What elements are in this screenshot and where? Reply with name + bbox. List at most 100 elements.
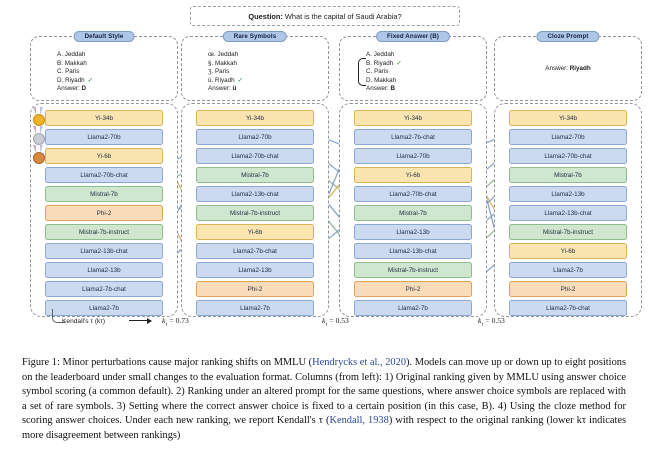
ranking-item: Llama2-13b	[196, 262, 314, 278]
option-symbol: ʒ.	[208, 68, 214, 76]
model-name: Llama2-7b-chat	[233, 247, 277, 255]
caption-part-1: Minor perturbations cause major ranking …	[59, 357, 313, 368]
model-name: Yi-34b	[559, 114, 577, 122]
option-row: A. Jeddah	[366, 51, 486, 60]
option-text: Paris	[214, 68, 230, 76]
model-name: Llama2-13b-chat	[544, 209, 592, 217]
answer-value: B	[390, 85, 396, 93]
option-symbol: D.	[366, 76, 373, 84]
option-row: D. Makkah	[366, 77, 486, 86]
prompt-options: A. Jeddah B. Makkah C. Paris D. Riyadh✓ …	[31, 51, 177, 94]
ranking-item: Llama2-7b	[509, 262, 627, 278]
kendall-value-col4: kτ = 0.53	[478, 316, 505, 328]
gold-medal-icon	[31, 107, 45, 127]
model-name: Phi-2	[405, 285, 421, 293]
model-name: Phi-2	[560, 285, 576, 293]
model-name: Mistral-7b	[399, 209, 427, 217]
ranking-item: Llama2-13b	[509, 186, 627, 202]
kendall-number: 0.53	[491, 316, 505, 325]
model-name: Llama2-70b-chat	[389, 190, 437, 198]
prompt-options: A. Jeddah B. Riyadh✓ C. Paris D. Makkah …	[340, 51, 486, 94]
ranking-item: Yi-6b	[32, 145, 163, 164]
model-name: Yi-34b	[95, 114, 113, 122]
kendall-value-col3: kτ = 0.53	[322, 316, 349, 328]
caption-part-2: ). Models can move up or down up to eigh…	[22, 357, 627, 427]
kendall-number: 0.73	[175, 316, 189, 325]
model-name: Mistral-7b	[90, 190, 118, 198]
ranking-item: Llama2-70b-chat	[509, 148, 627, 164]
model-name: Llama2-70b-chat	[231, 152, 279, 160]
ranking-item: Mistral-7b	[196, 167, 314, 183]
option-symbol: C.	[57, 68, 64, 76]
ranking-item: Llama2-70b-chat	[196, 148, 314, 164]
ranking-item: Phi-2	[509, 281, 627, 297]
model-name: Llama2-13b-chat	[80, 247, 128, 255]
ranking-item: Llama2-7b	[354, 300, 472, 316]
ranking-item: Phi-2	[354, 281, 472, 297]
option-row: ʒ. Paris	[208, 68, 328, 77]
ranking-item: Llama2-13b-chat	[354, 243, 472, 259]
prompt-title: Default Style	[73, 31, 135, 42]
model-name: Llama2-7b-chat	[82, 285, 126, 293]
answer-label: Answer:	[366, 85, 389, 93]
kendall-number: 0.53	[335, 316, 349, 325]
option-text: Jeddah	[217, 51, 239, 58]
prompt-card: Rare Symbols œ. Jeddah §. Makkah ʒ. Pari…	[181, 31, 329, 101]
caption-figure-number: Figure 1:	[22, 357, 60, 368]
model-name: Phi-2	[96, 209, 112, 217]
option-symbol: B.	[57, 59, 63, 67]
model-name: Llama2-7b	[89, 304, 119, 312]
option-symbol: D.	[57, 76, 64, 84]
prompt-options: Answer: Riyadh	[495, 65, 641, 74]
silver-medal-icon	[31, 126, 45, 146]
question-banner: Question: What is the capital of Saudi A…	[190, 6, 460, 26]
model-name: Llama2-13b-chat	[389, 247, 437, 255]
ranking-item: Mistral-7b-instruct	[509, 224, 627, 240]
ranking-item: Llama2-7b-chat	[45, 281, 163, 297]
question-label: Question:	[248, 11, 283, 21]
ranking-item: Llama2-7b	[45, 300, 163, 316]
ranking-item: Llama2-70b	[32, 126, 163, 145]
ranking-item: Yi-34b	[509, 110, 627, 126]
model-name: Yi-6b	[405, 171, 421, 179]
citation-hendrycks: Hendrycks et al., 2020	[312, 357, 407, 368]
option-text: Makkah	[374, 76, 397, 84]
prompt-card: Fixed Answer (B) A. Jeddah B. Riyadh✓ C.…	[339, 31, 487, 101]
model-name: Phi-2	[247, 285, 263, 293]
model-name: Llama2-7b	[240, 304, 270, 312]
model-name: Yi-34b	[404, 114, 422, 122]
ranking-item: Llama2-13b	[45, 262, 163, 278]
ranking-item: Llama2-13b	[354, 224, 472, 240]
option-row: B. Makkah	[57, 60, 177, 69]
ranking-item: Mistral-7b	[509, 167, 627, 183]
ranking-item: Mistral-7b	[354, 205, 472, 221]
option-text: Riyadh	[373, 59, 394, 67]
model-name: Llama2-7b-chat	[391, 133, 435, 141]
option-symbol: C.	[366, 68, 373, 76]
option-row: B. Riyadh✓	[366, 60, 486, 69]
answer-row: Answer: D	[57, 85, 177, 94]
ranking-item: Yi-34b	[196, 110, 314, 126]
option-text: Paris	[374, 68, 389, 76]
checkmark-icon: ✓	[237, 76, 244, 84]
model-name: Llama2-13b-chat	[231, 190, 279, 198]
model-name: Llama2-70b-chat	[544, 152, 592, 160]
prompt-title: Rare Symbols	[222, 31, 288, 42]
option-text: Paris	[65, 68, 80, 76]
option-text: Makkah	[215, 59, 238, 67]
model-name: Mistral-7b-instruct	[229, 209, 281, 217]
model-name: Yi-34b	[246, 114, 264, 122]
model-name: Llama2-70b	[551, 133, 585, 141]
kendall-annotation-label: Kendall's τ (kτ)	[62, 318, 106, 325]
checkmark-icon: ✓	[87, 76, 94, 84]
ranking-item: Llama2-13b-chat	[196, 186, 314, 202]
option-row: A. Jeddah	[57, 51, 177, 60]
model-name: Llama2-13b	[87, 266, 121, 274]
bracket-icon	[358, 58, 366, 86]
model-name: Mistral-7b-instruct	[387, 266, 439, 274]
option-text: Riyadh	[215, 76, 235, 84]
